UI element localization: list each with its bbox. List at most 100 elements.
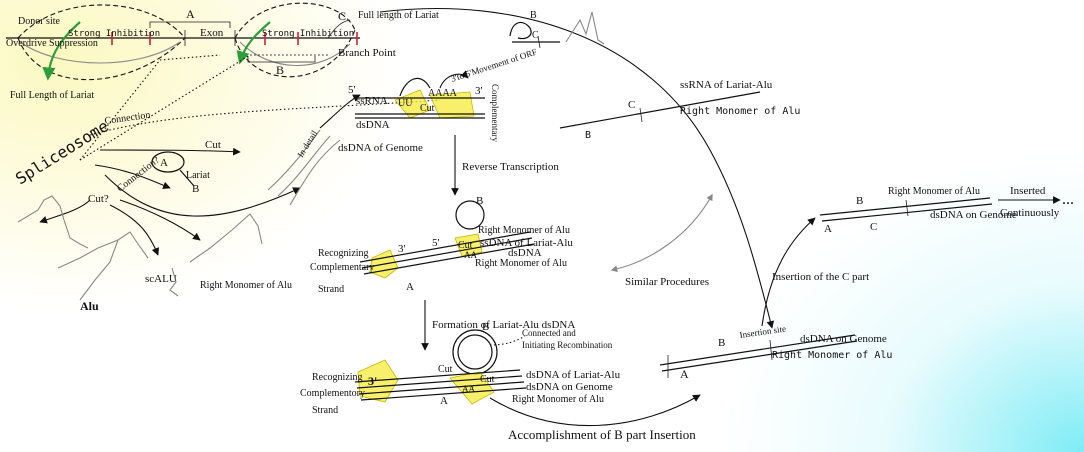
ssrna-lariat-alu-label: ssRNA of Lariat-Alu [680, 79, 773, 91]
dotted-link-1 [79, 54, 221, 161]
similar-procedures-label: Similar Procedures [625, 276, 709, 288]
genome-strand-1 [267, 129, 321, 191]
a-ins-label: A [680, 367, 689, 381]
alu-stem [79, 239, 119, 301]
cut-top-label: Cut [420, 103, 435, 114]
dsdna-mid-label: dsDNA [508, 247, 542, 259]
highlight-yellow-top-1 [394, 89, 431, 119]
green-arrow-right [236, 21, 271, 65]
insertion-site-region: A B Insertion site dsDNA on Genome Right… [659, 324, 892, 381]
aa-bottom-label: AA [462, 384, 475, 394]
genome-strand-2 [277, 135, 331, 197]
full-length-lariat-top-label: Full length of Lariat [358, 10, 439, 21]
c-final-label: C [870, 221, 877, 233]
insertion-site-label: Insertion site [739, 324, 787, 340]
dsdna-on-genome-bottom-label: dsDNA on Genome [526, 381, 613, 393]
mid-strand-1 [359, 231, 531, 263]
green-arrow-left [42, 21, 81, 81]
lariat-to-genome-arrow [104, 174, 301, 217]
three-prime-bottom-label: 3' [368, 374, 377, 388]
connection-q-label: Connection? [115, 154, 162, 194]
alu-fragment-2 [57, 231, 149, 269]
inserted-label: Inserted [1010, 185, 1046, 197]
strong-inhibition-right-label: Strong Inhibition [262, 29, 354, 39]
c-small-top-label: C [532, 30, 539, 41]
small-cut-mark [537, 35, 541, 49]
ssrna-label: ssRNA [356, 95, 388, 107]
right-monomer-alu-bottom-label: Right Monomer of Alu [512, 394, 604, 405]
alu-structures: Alu scALU Right Monomer of Alu [17, 195, 292, 313]
connected-initiating-1-label: Connected and [522, 328, 576, 338]
brace-b [247, 56, 316, 63]
uu-label: UU [398, 98, 413, 109]
a-lariat-label: A [160, 157, 168, 169]
lariat-ellipse [151, 151, 185, 173]
b-lariat-label: B [192, 183, 199, 195]
strong-inhibition-left-label: Strong Inhibition [68, 29, 160, 39]
a-final-label: A [824, 223, 832, 235]
mid-strand-2 [361, 237, 533, 269]
brace-c [327, 19, 351, 39]
a-bottom-label: A [440, 395, 448, 407]
strand-bottom-label: Strand [312, 405, 338, 416]
scalu-structure [169, 267, 179, 297]
final-strand-2 [821, 203, 993, 222]
cut-bottom-right-label: Cut [480, 374, 495, 385]
donor-site-label: Donor site [18, 16, 61, 27]
complementary-mid-label: Complementary [310, 262, 374, 273]
cut-q-arrow-mid [109, 204, 159, 256]
ssrna-dsdna-top: 5' ssRNA UU AAAA 3' Cut dsDNA 3'to 5'Mov… [348, 47, 538, 143]
right-monomer-structure-left [189, 213, 263, 263]
right-monomer-alu-mid1-label: Right Monomer of Alu [478, 225, 570, 236]
insertion-c-arrow [761, 217, 816, 327]
c-top-label: C [338, 9, 346, 23]
dotted-link-2 [79, 54, 330, 161]
right-monomer-alu-mid2-label: Right Monomer of Alu [475, 258, 567, 269]
b-final-label: B [856, 195, 863, 207]
lariat-label: Lariat [186, 170, 210, 181]
orf-movement-arrow [439, 70, 469, 89]
dsdna-bottom-region: B Connected and Initiating Recombination… [300, 321, 621, 416]
complementory-bottom-label: Complementory [300, 388, 365, 399]
b-bottom-label: B [482, 321, 489, 333]
main-process-arc [379, 7, 775, 329]
connected-initiating-2-label: Initiating Recombination [522, 340, 613, 350]
alu-label: Alu [80, 299, 99, 313]
insertion-tick-2 [769, 339, 773, 361]
genome-dsdna-region: In detail dsDNA of Genome [267, 94, 423, 206]
cut-mid-label: Cut [458, 240, 473, 251]
five-prime-top-label: 5' [348, 84, 356, 96]
lariat-loop-grey [19, 41, 181, 64]
three-prime-mid-label: 3' [398, 243, 406, 255]
ellipsis-label: ... [1062, 191, 1074, 208]
cut-lariat-label: Cut [205, 139, 221, 151]
insertion-c-part-label: Insertion of the C part [772, 271, 869, 283]
a-top-label: A [186, 7, 195, 21]
b-mid-label: B [476, 195, 483, 207]
right-monomer-alu-ssrna-label: Right Monomer of Alu [680, 106, 800, 117]
c-ssrna-label: C [628, 99, 635, 111]
bottom-loop-outer [452, 329, 498, 375]
aaaa-top-label: AAAA [428, 88, 458, 99]
insertion-strand-1 [659, 334, 856, 366]
bottom-strand-1 [354, 369, 521, 383]
b-ssrna-label: B [585, 130, 591, 141]
scalu-label: scALU [145, 273, 177, 285]
recognizing-mid-label: Recognizing [318, 248, 369, 259]
right-monomer-alu-left-label: Right Monomer of Alu [200, 280, 292, 291]
final-tick [905, 199, 909, 217]
lariat-tail [179, 169, 195, 187]
cut-q-arrow-left [39, 199, 91, 224]
ssrna-lariat-alu-region: C ssRNA of Lariat-Alu Right Monomer of A… [559, 79, 800, 141]
b-small-top-label: B [530, 10, 537, 21]
overdrive-suppression-label: Overdrive Suppression [6, 38, 98, 49]
right-monomer-alu-ins-label: Right Monomer of Alu [772, 350, 892, 361]
cut-q-arrow-right [119, 199, 201, 241]
recognizing-bottom-label: Recognizing [312, 372, 363, 383]
dsdna-on-genome-final-label: dsDNA on Genome [930, 209, 1017, 221]
spliceosome-label: Spliceosome [12, 116, 112, 188]
full-length-lariat-left-label: Full Length of Lariat [10, 90, 94, 101]
a-mid-label: A [406, 281, 414, 293]
genome-strand-3 [289, 139, 341, 206]
